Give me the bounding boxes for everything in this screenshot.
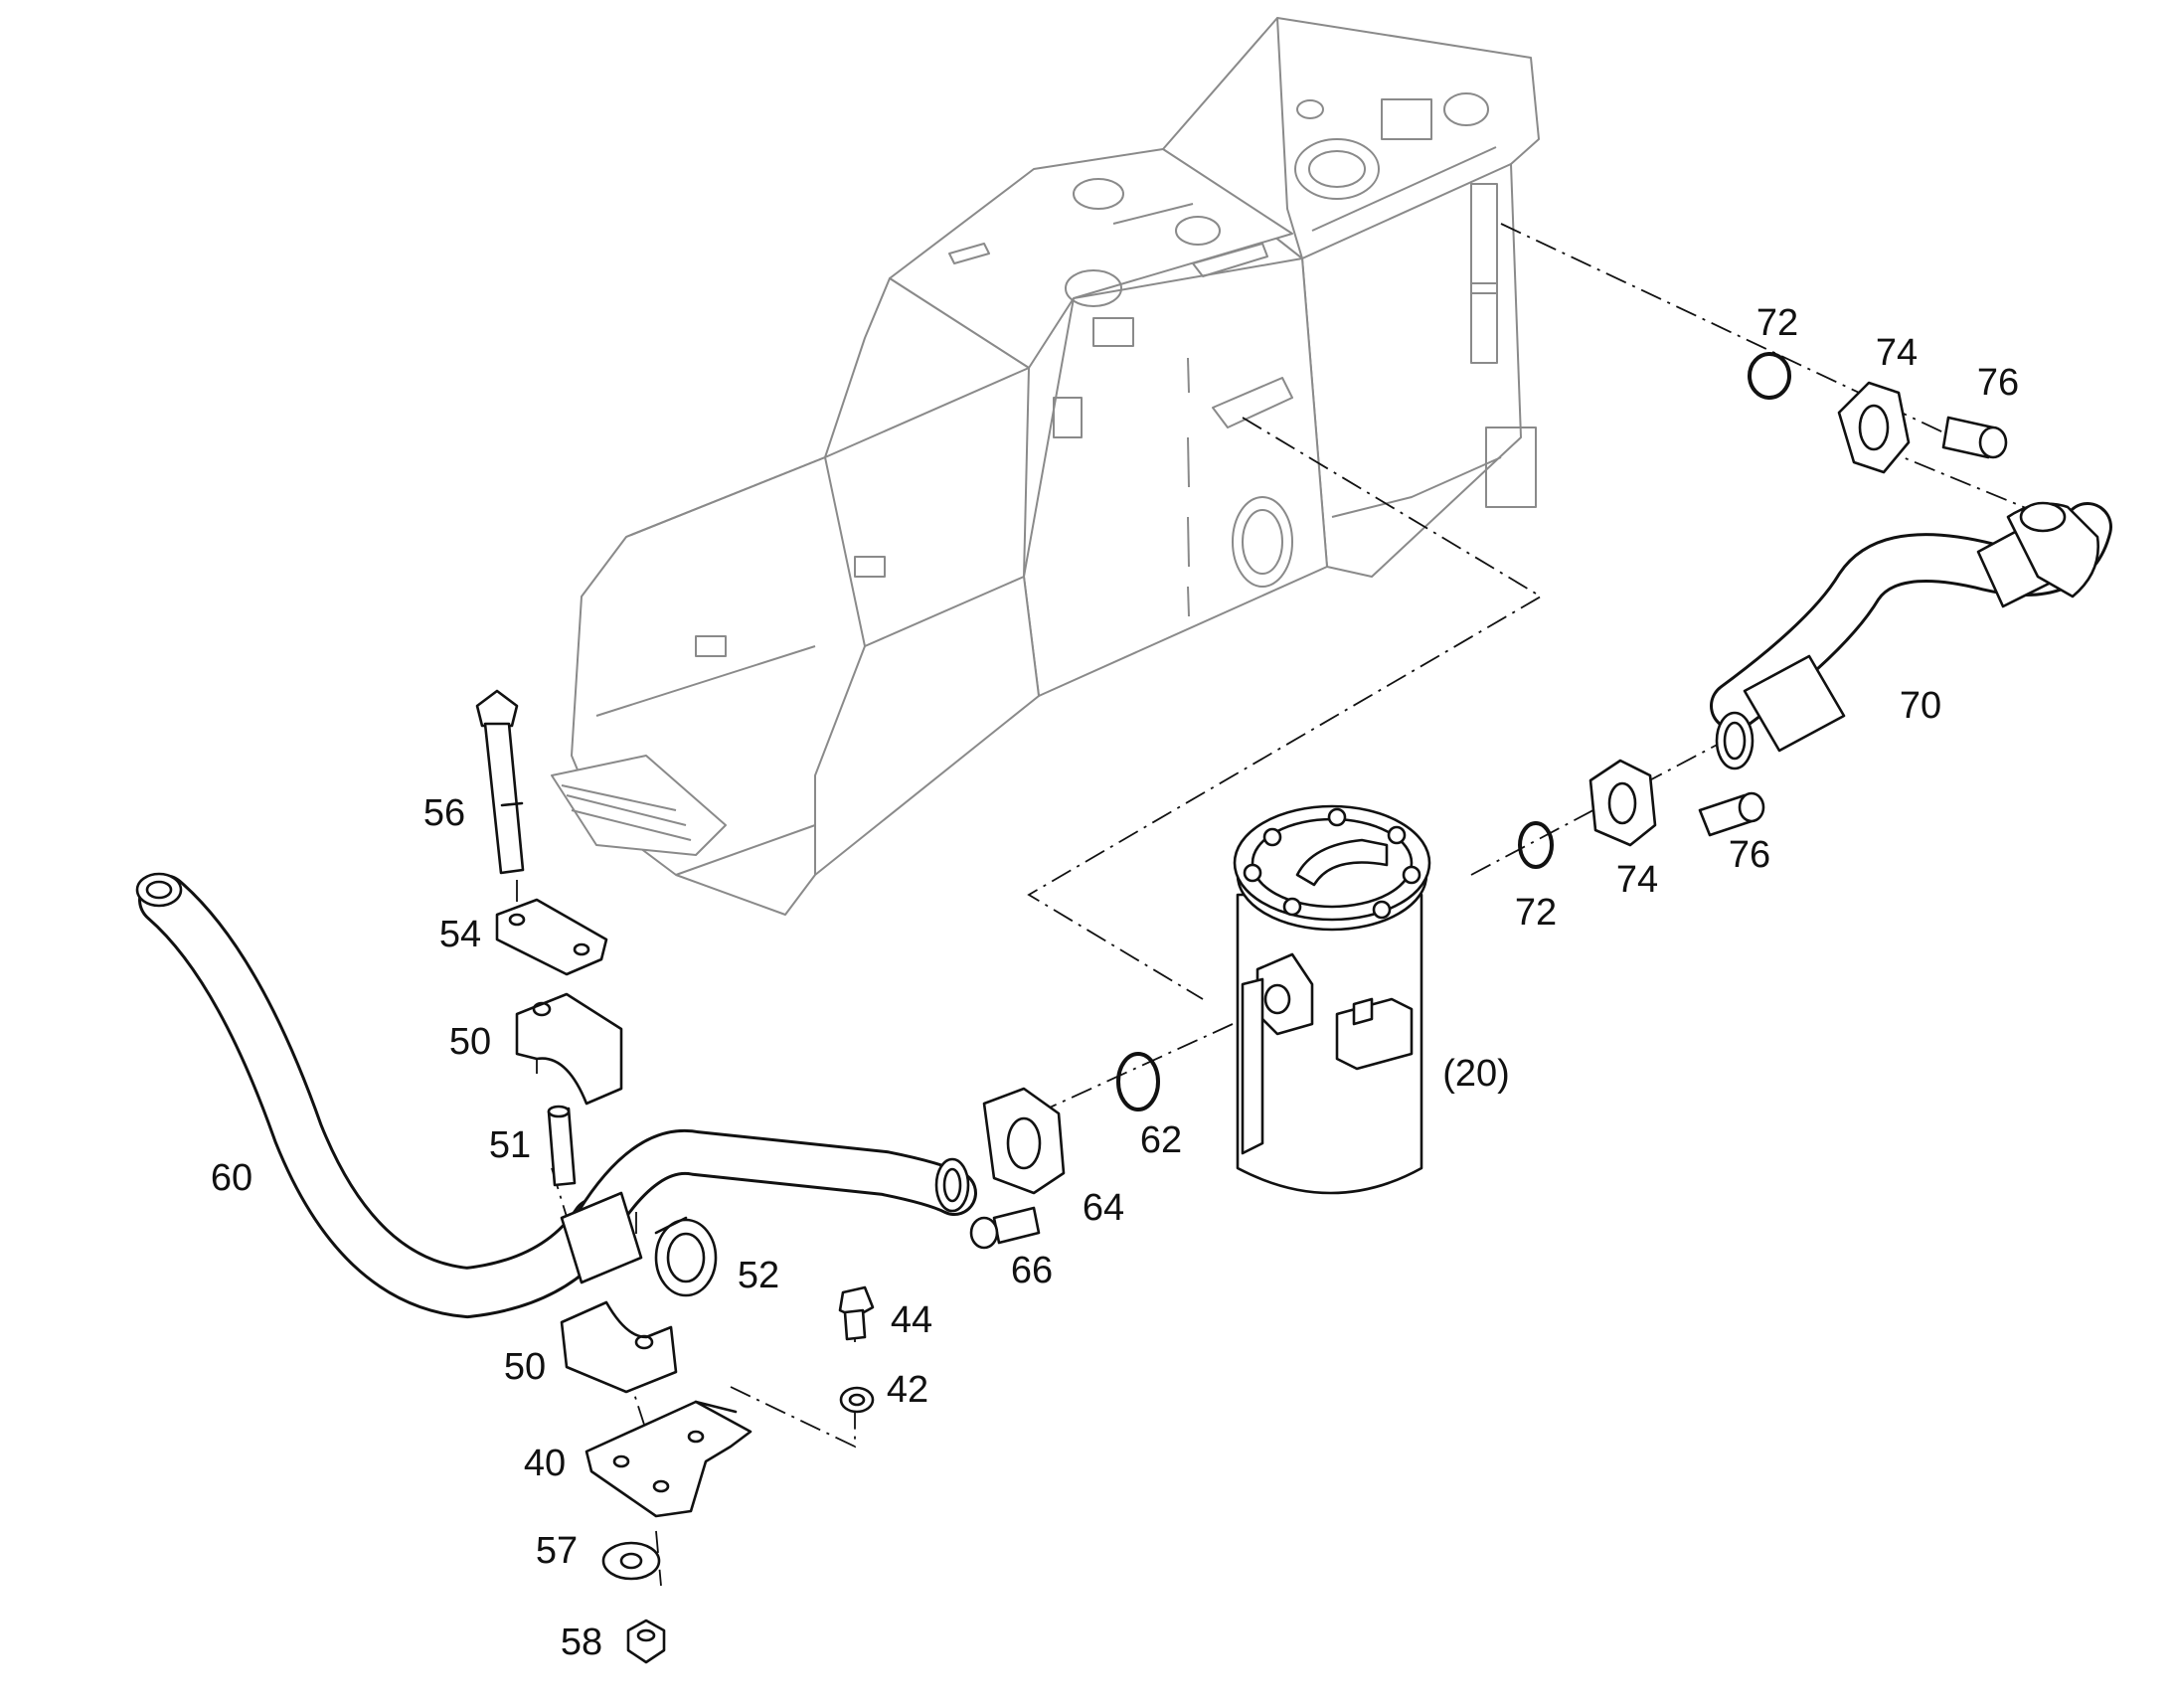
callout-57: 57 bbox=[536, 1530, 578, 1572]
callout-70: 70 bbox=[1900, 685, 1941, 727]
bolt-44 bbox=[838, 1285, 875, 1341]
callout-50-lower: 50 bbox=[504, 1346, 546, 1388]
callout-62: 62 bbox=[1140, 1119, 1182, 1161]
flange-74-lower bbox=[1588, 759, 1657, 847]
clamp-50-upper bbox=[515, 992, 623, 1106]
seal-ring-62 bbox=[1116, 1052, 1160, 1111]
nut-58 bbox=[626, 1619, 666, 1664]
callout-56: 56 bbox=[423, 792, 465, 834]
filter-housing-20 bbox=[1233, 804, 1431, 1195]
pin-51 bbox=[547, 1105, 577, 1187]
callout-58: 58 bbox=[561, 1622, 602, 1663]
washer-57 bbox=[601, 1541, 661, 1581]
callout-74-upper: 74 bbox=[1876, 332, 1918, 374]
callout-60: 60 bbox=[211, 1157, 252, 1199]
hose-60 bbox=[135, 872, 977, 1319]
callout-51: 51 bbox=[489, 1124, 531, 1166]
seal-ring-72-upper bbox=[1748, 352, 1791, 400]
callout-20: (20) bbox=[1442, 1053, 1510, 1095]
washer-42 bbox=[839, 1386, 875, 1414]
bolt-76-lower bbox=[1698, 791, 1765, 837]
seal-ring-72-lower bbox=[1518, 821, 1554, 869]
callout-72-upper: 72 bbox=[1756, 302, 1798, 344]
plate-54 bbox=[495, 898, 608, 976]
callout-52: 52 bbox=[738, 1255, 779, 1296]
bolt-66 bbox=[969, 1206, 1041, 1250]
hose-70 bbox=[1710, 501, 2112, 770]
flange-64 bbox=[982, 1087, 1066, 1195]
callout-40: 40 bbox=[524, 1443, 566, 1484]
callout-74-lower: 74 bbox=[1616, 859, 1658, 901]
callout-76-upper: 76 bbox=[1977, 362, 2019, 404]
callout-72-lower: 72 bbox=[1515, 892, 1557, 934]
callout-54: 54 bbox=[439, 914, 481, 955]
callout-64: 64 bbox=[1083, 1187, 1124, 1229]
callout-76-lower: 76 bbox=[1729, 834, 1770, 876]
bolt-56 bbox=[475, 689, 525, 875]
machine-frame bbox=[551, 17, 1540, 916]
callout-50-upper: 50 bbox=[449, 1021, 491, 1063]
callout-44: 44 bbox=[891, 1299, 932, 1341]
bolt-76-upper bbox=[1941, 416, 2008, 459]
flange-74-upper bbox=[1837, 381, 1911, 474]
clamp-50-lower bbox=[560, 1300, 678, 1394]
callout-42: 42 bbox=[887, 1369, 928, 1411]
bracket-40 bbox=[585, 1400, 752, 1518]
callout-labels: 72 74 76 70 76 74 72 (20) 62 64 66 56 54… bbox=[211, 302, 2019, 1663]
callout-66: 66 bbox=[1011, 1250, 1053, 1291]
grommet-52 bbox=[654, 1216, 718, 1297]
